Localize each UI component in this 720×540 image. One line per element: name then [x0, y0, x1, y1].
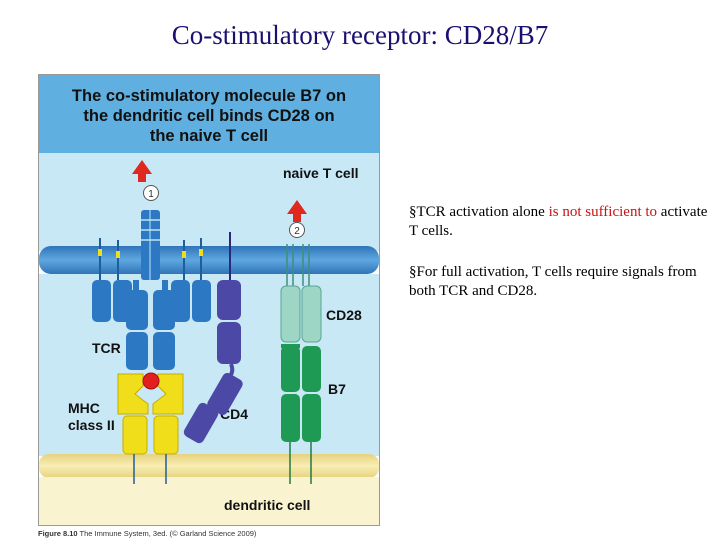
mhc-class-ii	[117, 373, 184, 484]
signal-2-number: 2	[294, 226, 300, 237]
cd3-chains	[99, 238, 202, 280]
signal-2-arrow: 2	[287, 200, 307, 238]
bullet-2-marker: §	[409, 264, 417, 280]
cd28-label: CD28	[326, 307, 362, 323]
bullet-2-text: For full activation, T cells require sig…	[409, 264, 697, 299]
figure-header-bg	[39, 75, 379, 153]
dendritic-cell-label: dendritic cell	[224, 497, 310, 513]
tcr-receptor	[126, 280, 175, 370]
bullet-1-text-start: TCR activation alone	[416, 204, 549, 220]
signal-1-number: 1	[148, 189, 154, 200]
mhc-label-line-2: class II	[68, 417, 115, 433]
bullet-1: §TCR activation alone is not sufficient …	[409, 203, 709, 241]
signal-1-arrow: 1	[132, 160, 159, 201]
mhc-label-line-1: MHC	[68, 400, 100, 416]
b7-label: B7	[328, 381, 346, 397]
b7-ligand	[281, 344, 321, 484]
naive-t-cell-label: naive T cell	[283, 165, 358, 181]
figure-header-line-1: The co-stimulatory molecule B7 on	[72, 87, 346, 105]
bullet-1-highlight: is not sufficient to	[548, 204, 658, 220]
cd4-coreceptor	[183, 232, 243, 444]
figure-header-line-2: the dendritic cell binds CD28 on	[83, 107, 334, 125]
dendritic-cytoplasm	[39, 477, 379, 525]
figure-caption-source: The Immune System, 3ed. (© Garland Scien…	[77, 529, 257, 538]
t-cell-membrane	[39, 246, 379, 274]
figure-caption-number: Figure 8.10	[38, 529, 78, 538]
zeta-chain	[141, 210, 160, 280]
slide-title: Co-stimulatory receptor: CD28/B7	[171, 20, 549, 50]
cd28-receptor	[280, 244, 322, 343]
tcr-label: TCR	[92, 340, 121, 356]
bullet-1-text-end: activate T cells.	[409, 204, 708, 239]
figure-header-line-3: the naive T cell	[150, 127, 268, 145]
dendritic-membrane	[39, 454, 379, 478]
peptide	[142, 372, 160, 390]
itam-dots	[98, 249, 203, 258]
figure-caption: Figure 8.10 The Immune System, 3ed. (© G…	[38, 529, 256, 538]
cd28-b7-figure: The co-stimulatory molecule B7 on the de…	[38, 74, 380, 526]
bullet-1-marker: §	[409, 204, 417, 220]
bullet-list: §TCR activation alone is not sufficient …	[409, 203, 709, 323]
bullet-2: §For full activation, T cells require si…	[409, 263, 709, 301]
t-cell-cytoplasm	[39, 153, 379, 251]
